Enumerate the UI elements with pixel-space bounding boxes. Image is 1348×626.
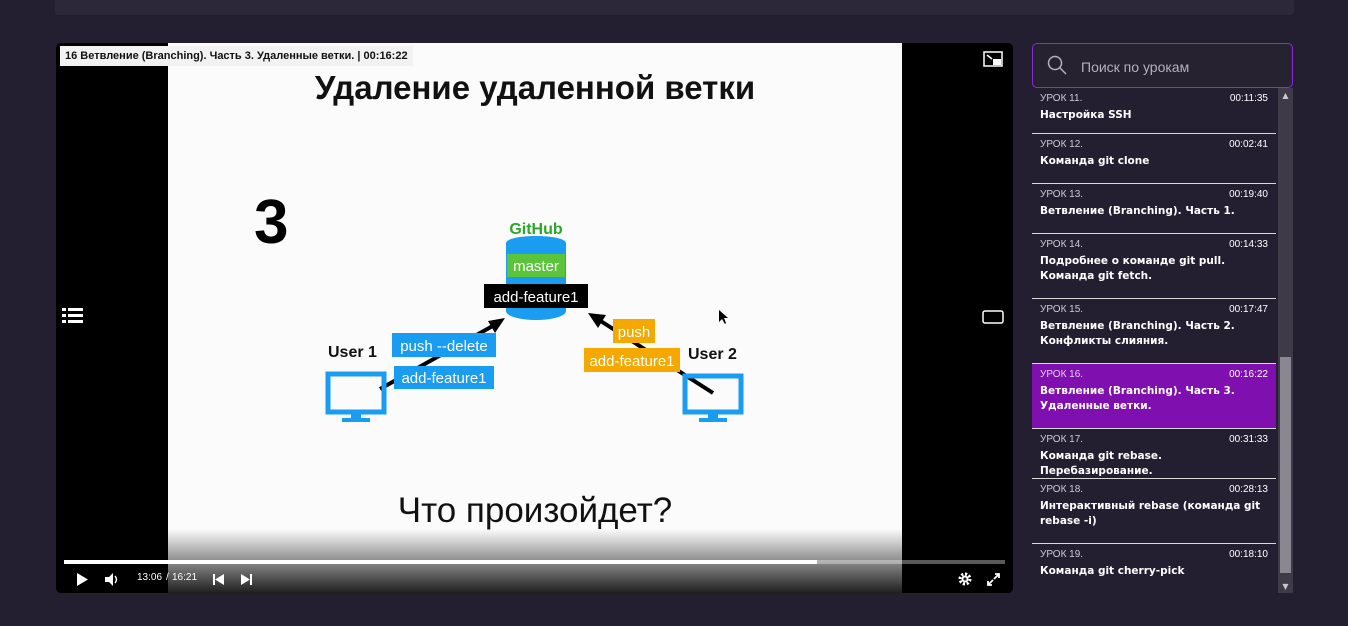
playlist-button[interactable] [60,305,86,327]
volume-icon [105,572,118,586]
lecture-slide: Удаление удаленной ветки 3 Что произойде… [168,43,902,593]
cursor-icon [719,310,728,324]
lesson-title: Команда git clone [1040,155,1150,167]
player-controls: 13:06 / 16:21 [56,529,1013,593]
lesson-duration: 00:31:33 [1229,434,1268,445]
gear-icon [958,572,972,586]
fullscreen-icon [986,572,1000,586]
lesson-duration: 00:11:35 [1229,93,1268,104]
master-label: master [513,258,559,275]
lesson-title: Команда git cherry-pick [1040,565,1185,577]
master-box [507,254,565,277]
lesson-item[interactable]: УРОК 15. 00:17:47 Ветвление (Branching). … [1032,299,1276,364]
pip-icon [983,51,1003,67]
progress-fill [64,560,817,564]
push-label: push [618,324,651,341]
push-delete-label: push --delete [400,338,488,355]
arrow-head-user1 [488,318,505,333]
search-icon [1047,55,1067,75]
lesson-item[interactable]: УРОК 17. 00:31:33 Команда git rebase. Пер… [1032,429,1276,479]
skip-forward-icon [240,573,252,585]
lesson-label: УРОК 18. [1040,484,1084,495]
user2-label: User 2 [688,346,737,363]
theater-mode-button[interactable] [980,307,1006,327]
lesson-label: УРОК 11. [1040,93,1083,104]
user1-label: User 1 [328,344,377,361]
video-player[interactable]: Удаление удаленной ветки 3 Что произойде… [56,43,1013,593]
search-input[interactable] [1079,44,1283,89]
lesson-label: УРОК 14. [1040,239,1084,250]
lesson-list: УРОК 11. 00:11:35 Настройка SSH УРОК 12. 0… [1032,88,1276,593]
lesson-item[interactable]: УРОК 18. 00:28:13 Интерактивный rebase (к… [1032,479,1276,544]
skip-back-icon [212,573,224,585]
add-feature-center-label: add-feature1 [493,289,578,306]
add-feature-left-label: add-feature1 [401,370,486,387]
progress-bar[interactable] [64,560,1005,564]
settings-button[interactable] [954,570,976,588]
lesson-title: Команда git rebase. Перебазирование. [1040,450,1162,477]
lesson-item[interactable]: УРОК 14. 00:14:33 Подробнее о команде git… [1032,234,1276,299]
lesson-duration: 00:17:47 [1229,304,1268,315]
lesson-title: Интерактивный rebase (команда git rebase… [1040,500,1261,527]
lesson-label: УРОК 16. [1040,369,1084,380]
add-feature-right-label: add-feature1 [589,353,674,370]
add-feature-center-box [484,284,588,308]
push-box [613,319,655,343]
add-feature-left-box [394,366,494,389]
scroll-up-icon[interactable]: ▲ [1282,90,1289,100]
slide-number: 3 [254,188,289,257]
arrow-head-user2 [588,313,606,328]
monitor-icon-user2 [682,373,744,422]
fullscreen-button[interactable] [982,570,1004,588]
lesson-duration: 00:19:40 [1229,189,1268,200]
lesson-title: Ветвление (Branching). Часть 2. Конфликт… [1040,320,1235,347]
slide-heading: Удаление удаленной ветки [314,69,756,106]
video-title: 16 Ветвление (Branching). Часть 3. Удале… [60,46,413,66]
lesson-item[interactable]: УРОК 13. 00:19:40 Ветвление (Branching). … [1032,184,1276,234]
lesson-item[interactable]: УРОК 11. 00:11:35 Настройка SSH [1032,88,1276,134]
top-bar [55,0,1294,15]
total-time: 16:21 [172,572,198,583]
lesson-label: УРОК 15. [1040,304,1084,315]
lesson-item[interactable]: УРОК 19. 00:18:10 Команда git cherry-pick [1032,544,1276,593]
lesson-label: УРОК 13. [1040,189,1084,200]
lesson-duration: 00:16:22 [1229,369,1268,380]
lesson-duration: 00:18:10 [1229,549,1268,560]
lesson-title: Ветвление (Branching). Часть 1. [1040,205,1235,217]
next-button[interactable] [236,570,256,588]
volume-button[interactable] [102,570,124,588]
lesson-duration: 00:28:13 [1229,484,1268,495]
git-diagram: GitHub master add-feature1 User 1 push -… [325,221,744,422]
previous-button[interactable] [208,570,228,588]
lesson-item-active[interactable]: УРОК 16. 00:16:22 Ветвление (Branching). … [1032,364,1276,429]
lesson-label: УРОК 17. [1040,434,1084,445]
play-icon [77,572,88,586]
lesson-list-scrollbar[interactable]: ▲ ▼ [1278,88,1293,593]
theater-icon [982,310,1004,324]
lesson-duration: 00:14:33 [1229,239,1268,250]
lesson-label: УРОК 12. [1040,139,1084,150]
slide-question: Что произойдет? [397,491,673,530]
push-delete-box [392,333,496,357]
lesson-title: Настройка SSH [1040,109,1132,121]
github-label: GitHub [509,221,563,238]
current-time: 13:06 [137,572,163,583]
list-icon [62,308,83,323]
lesson-label: УРОК 19. [1040,549,1084,560]
lesson-duration: 00:02:41 [1229,139,1268,150]
time-separator: / [166,572,169,583]
scroll-thumb[interactable] [1280,357,1291,573]
pip-button[interactable] [980,49,1006,69]
lesson-title: Подробнее о команде git pull. Команда gi… [1040,255,1226,282]
add-feature-right-box [584,348,680,372]
lesson-title: Ветвление (Branching). Часть 3. Удаленны… [1040,385,1235,412]
lesson-item[interactable]: УРОК 12. 00:02:41 Команда git clone [1032,134,1276,184]
monitor-icon-user1 [325,371,387,422]
play-button[interactable] [72,570,92,588]
lesson-search [1032,43,1293,89]
scroll-down-icon[interactable]: ▼ [1282,581,1289,591]
